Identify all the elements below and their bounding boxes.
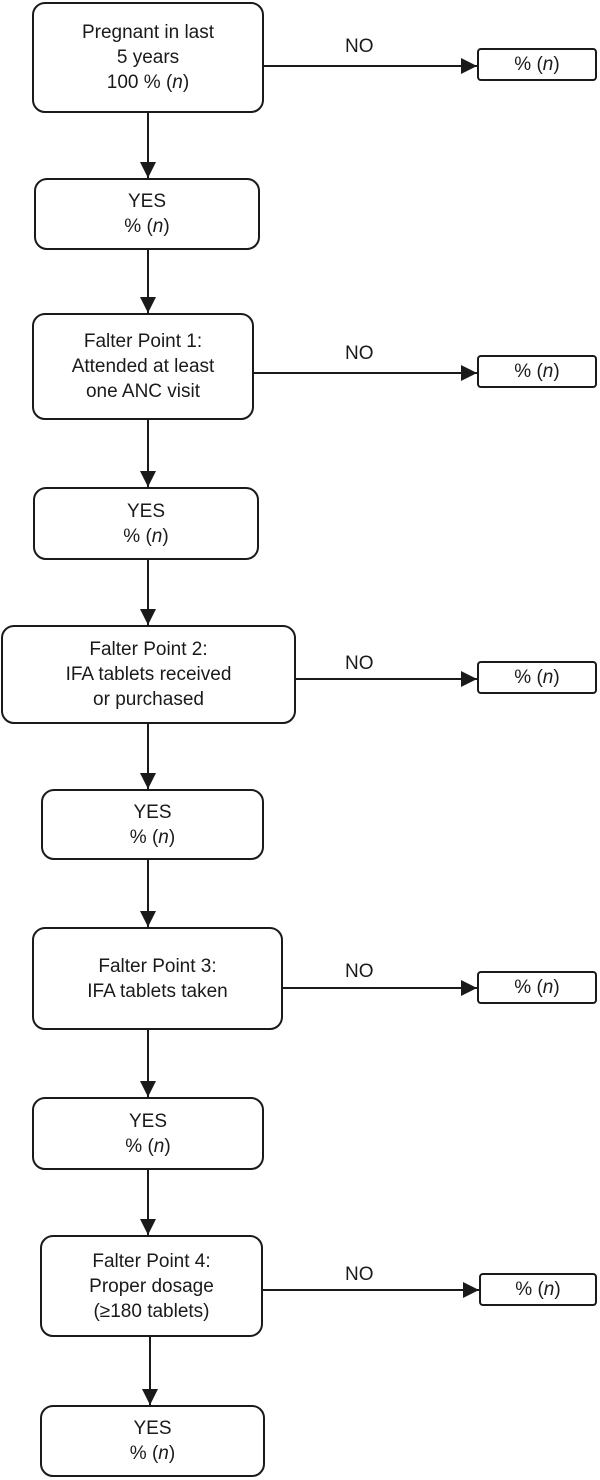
yes-label: YES xyxy=(128,1110,168,1132)
falter-point-3-box: Falter Point 3: IFA tablets taken xyxy=(32,927,283,1030)
yes-label: YES xyxy=(126,500,166,522)
step-line: IFA tablets taken xyxy=(87,980,228,1002)
step-line: IFA tablets received xyxy=(65,664,232,685)
falter-point-2-box: Falter Point 2: IFA tablets received or … xyxy=(1,625,296,724)
start-line-1: Pregnant in last xyxy=(81,22,215,43)
falter-point-1-box: Falter Point 1: Attended at least one AN… xyxy=(32,313,254,420)
step-line: one ANC visit xyxy=(85,381,201,402)
yes-label: YES xyxy=(127,191,167,212)
no-result-box: % (n) xyxy=(477,971,597,1004)
no-label: NO xyxy=(345,961,374,982)
step-line: Attended at least xyxy=(71,356,215,377)
step-line: Falter Point 2: xyxy=(89,639,208,660)
yes-label: YES xyxy=(133,801,172,823)
no-label: NO xyxy=(345,36,374,57)
yes-box: YES % (n) xyxy=(40,1405,265,1477)
yes-count: % (n) xyxy=(123,525,169,547)
yes-count: % (n) xyxy=(125,1135,171,1157)
no-result-box: % (n) xyxy=(477,355,597,388)
start-line-2: 5 years xyxy=(116,47,180,68)
no-result-box: % (n) xyxy=(477,661,597,694)
yes-count: % (n) xyxy=(129,826,176,848)
yes-label: YES xyxy=(133,1418,172,1439)
start-count: 100 % (n) xyxy=(106,72,190,93)
start-box: Pregnant in last 5 years 100 % (n) xyxy=(32,2,264,113)
step-line: (≥180 tablets) xyxy=(93,1300,210,1322)
no-label: NO xyxy=(345,1264,374,1285)
yes-box: YES % (n) xyxy=(33,487,259,560)
yes-count: % (n) xyxy=(129,1443,176,1464)
step-line: or purchased xyxy=(93,689,204,710)
no-label: NO xyxy=(345,343,374,364)
step-line: Falter Point 4: xyxy=(92,1250,211,1272)
step-line: Falter Point 3: xyxy=(98,955,217,977)
yes-box: YES % (n) xyxy=(34,178,260,250)
step-line: Proper dosage xyxy=(89,1275,214,1297)
yes-box: YES % (n) xyxy=(32,1097,264,1170)
no-result-box: % (n) xyxy=(477,48,597,81)
step-line: Falter Point 1: xyxy=(83,331,203,352)
yes-count: % (n) xyxy=(124,216,170,237)
no-result-box: % (n) xyxy=(479,1273,597,1306)
yes-box: YES % (n) xyxy=(41,789,264,860)
no-label: NO xyxy=(345,653,374,674)
falter-point-4-box: Falter Point 4: Proper dosage (≥180 tabl… xyxy=(40,1235,263,1337)
